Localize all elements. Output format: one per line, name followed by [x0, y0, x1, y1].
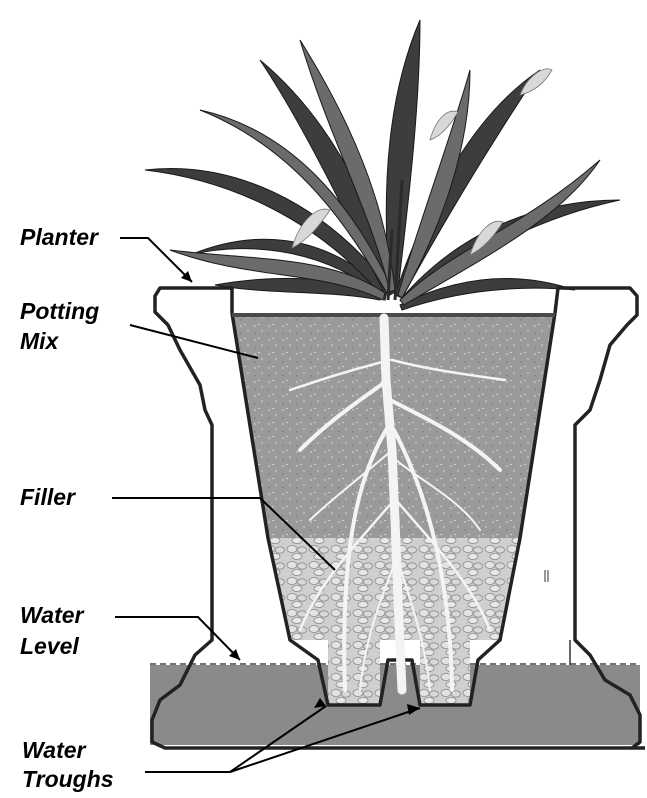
label-filler: Filler	[20, 482, 75, 512]
water-level-leader	[115, 617, 240, 660]
water-reservoir	[150, 665, 640, 745]
label-water-troughs-2: Troughs	[22, 764, 114, 794]
label-potting: Potting	[20, 296, 99, 326]
plant-illustration	[145, 20, 620, 310]
planter-cross-section	[150, 288, 645, 748]
label-water-level-1: Water	[20, 600, 84, 630]
label-water-level-2: Level	[20, 631, 79, 661]
label-planter: Planter	[20, 222, 98, 252]
planter-leader	[120, 238, 192, 282]
label-water-troughs-1: Water	[22, 735, 86, 765]
label-mix: Mix	[20, 326, 58, 356]
